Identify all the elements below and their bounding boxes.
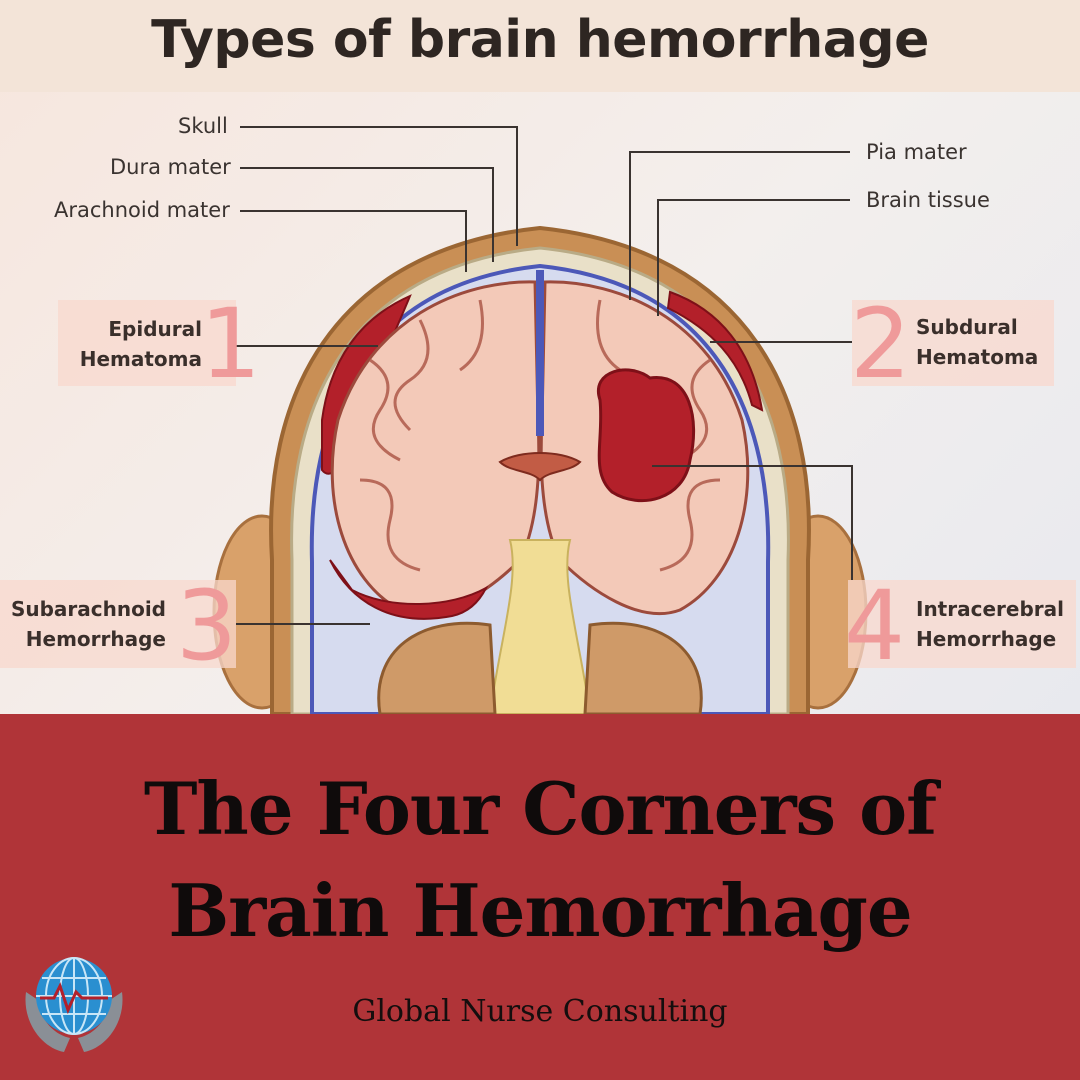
cerebellum-left [377,621,497,714]
type-3-line2: Hemorrhage [25,627,166,651]
gyri [359,299,721,572]
type-2-label: Subdural Hematoma [916,312,1038,372]
brainstem [488,539,592,714]
type-4-line2: Hemorrhage [916,627,1057,651]
label-dura-mater: Dura mater [110,155,231,179]
intracerebral-hemorrhage [596,368,696,502]
title-band [0,0,1080,92]
label-skull: Skull [178,114,228,138]
headline-line1: The Four Corners of [143,766,937,851]
type-3-box [0,580,236,668]
type-1-line2: Hematoma [79,347,202,371]
label-brain-tissue: Brain tissue [866,188,990,212]
brain-cross-section-illustration [212,126,868,714]
left-hemisphere [330,280,541,616]
label-arachnoid-mater: Arachnoid mater [54,198,230,222]
type-2-box [852,300,1054,386]
type-1-line1: Epidural [108,317,202,341]
leader-lines [236,126,853,625]
type-4-number: 4 [844,570,906,682]
type-4-box [848,580,1076,668]
type-3-number: 3 [176,570,238,682]
type-4-line1: Intracerebral [916,597,1064,621]
type-3-label: Subarachnoid Hemorrhage [10,594,166,654]
type-3-line1: Subarachnoid [10,597,166,621]
headline-banner [0,714,1080,1080]
type-1-box [58,300,236,386]
label-pia-mater: Pia mater [866,140,967,164]
type-2-number: 2 [850,288,912,400]
ventricles [498,452,582,482]
diagram-area: Types of brain hemorrhage Skull Dura mat… [0,0,1080,714]
globe-hands-icon [25,957,123,1052]
diagram-title: Types of brain hemorrhage [151,10,929,70]
cerebellum-right [583,621,703,714]
subarachnoid-hemorrhage [329,559,489,620]
brand-name: Global Nurse Consulting [352,994,728,1029]
type-1-number: 1 [200,288,262,400]
headline-line2: Brain Hemorrhage [168,868,912,953]
type-1-label: Epidural Hematoma [78,314,202,374]
type-4-label: Intracerebral Hemorrhage [916,594,1064,654]
subdural-hematoma [666,290,764,412]
type-2-line2: Hematoma [916,345,1039,369]
type-2-line1: Subdural [916,315,1018,339]
